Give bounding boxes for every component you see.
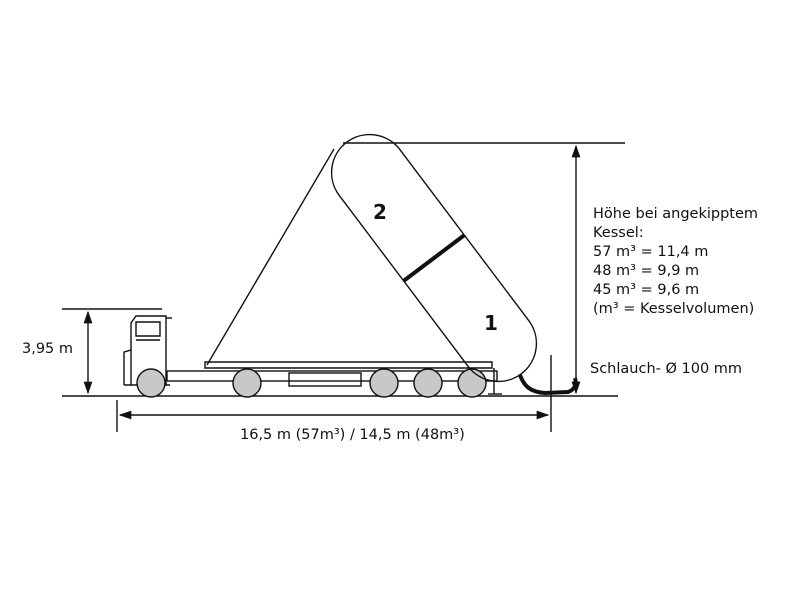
tipping-support-line [206, 148, 335, 366]
wheel-rear-tractor [232, 368, 262, 398]
height-label: 3,95 m [22, 341, 73, 357]
height-57: 57 m³ = 11,4 m [593, 244, 708, 260]
discharge-hose [518, 374, 578, 396]
tipped-height-title: Höhe bei angekipptem [593, 206, 758, 222]
compartment-label-1: 1 [484, 311, 498, 335]
height-48: 48 m³ = 9,9 m [593, 263, 699, 279]
trailer-chassis [166, 361, 502, 395]
wheel-trailer-3 [457, 368, 487, 398]
tipped-height-title-2: Kessel: [593, 225, 644, 241]
tank-divider [402, 233, 466, 283]
compartment-label-2: 2 [373, 200, 387, 224]
hose-label: Schlauch- Ø 100 mm [590, 361, 742, 377]
tank [330, 133, 538, 383]
wheel-trailer-1 [369, 368, 399, 398]
chassis-box [288, 372, 362, 387]
wheel-trailer-2 [413, 368, 443, 398]
length-label: 16,5 m (57m³) / 14,5 m (48m³) [240, 427, 465, 443]
wheel-front [136, 368, 166, 398]
volume-note: (m³ = Kesselvolumen) [593, 301, 754, 317]
height-45: 45 m³ = 9,6 m [593, 282, 699, 298]
